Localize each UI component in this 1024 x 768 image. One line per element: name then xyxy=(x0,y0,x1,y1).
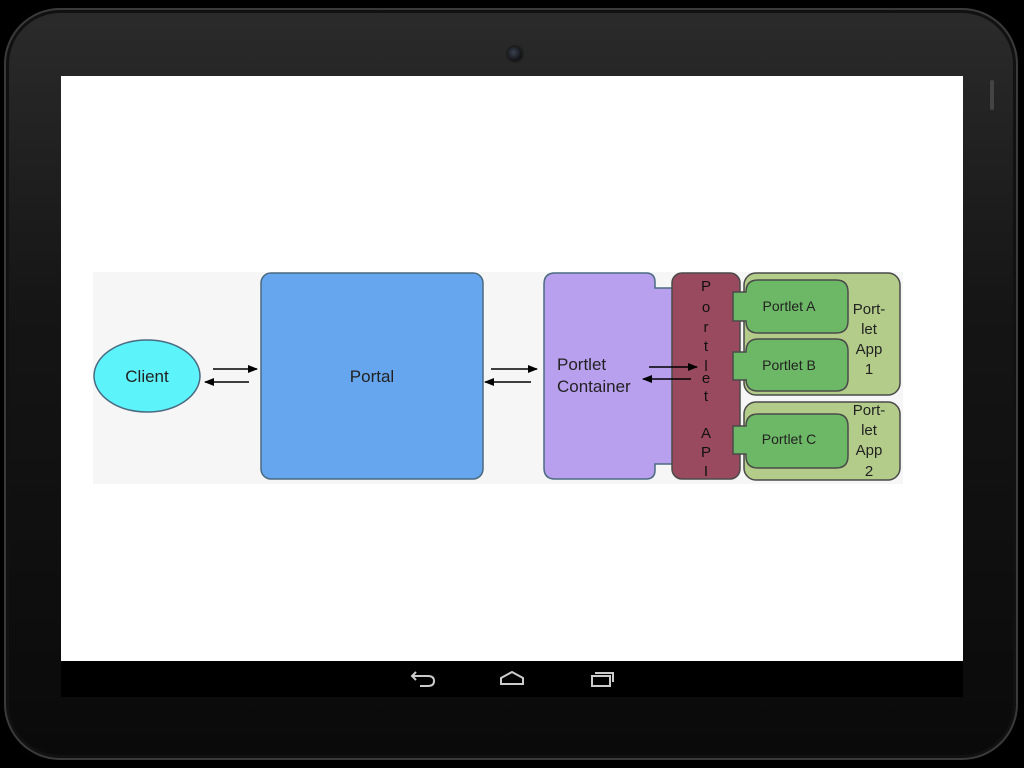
home-icon xyxy=(500,670,524,685)
screen: Client Portal Portlet Container P o r t … xyxy=(61,76,963,661)
app2-label-line: 2 xyxy=(865,463,873,480)
app1-label-line: let xyxy=(861,321,878,338)
home-button[interactable] xyxy=(496,667,528,691)
portal-label: Portal xyxy=(350,367,394,386)
front-camera xyxy=(508,47,522,61)
recents-icon xyxy=(591,672,614,687)
recents-button[interactable] xyxy=(586,667,618,691)
api-letter: P xyxy=(701,278,711,295)
container-label-line2: Container xyxy=(557,377,631,396)
portlet-c-label: Portlet C xyxy=(762,431,816,447)
portlet-a-label: Portlet A xyxy=(763,298,817,314)
api-letter: r xyxy=(704,319,709,336)
api-letter: e xyxy=(702,370,710,387)
portlet-a-node xyxy=(732,279,849,334)
api-letter: t xyxy=(704,388,709,405)
api-letter: P xyxy=(701,444,711,461)
portlet-container-node xyxy=(543,272,674,480)
android-navigation-bar xyxy=(61,661,963,697)
back-button[interactable] xyxy=(406,667,438,691)
side-button xyxy=(990,80,994,110)
app1-label-line: Port- xyxy=(853,301,886,318)
app1-label-line: 1 xyxy=(865,361,873,378)
portal-node xyxy=(260,272,484,480)
back-icon xyxy=(410,671,436,687)
api-letter: I xyxy=(704,463,708,480)
portlet-b-label: Portlet B xyxy=(762,357,816,373)
container-label-line1: Portlet xyxy=(557,355,606,374)
api-letter: l xyxy=(704,358,707,375)
portlet-b-node xyxy=(732,338,849,392)
app2-label-line: let xyxy=(861,422,878,439)
app2-label-line: App xyxy=(856,442,883,459)
api-letter: A xyxy=(701,425,711,442)
portlet-c-node xyxy=(732,413,849,469)
app1-label-line: App xyxy=(856,341,883,358)
architecture-diagram: Client Portal Portlet Container P o r t … xyxy=(93,272,903,484)
api-letter: t xyxy=(704,338,709,355)
app2-label-line: Port- xyxy=(853,402,886,419)
api-letter: o xyxy=(702,299,710,316)
client-node xyxy=(93,339,201,413)
client-label: Client xyxy=(125,367,169,386)
